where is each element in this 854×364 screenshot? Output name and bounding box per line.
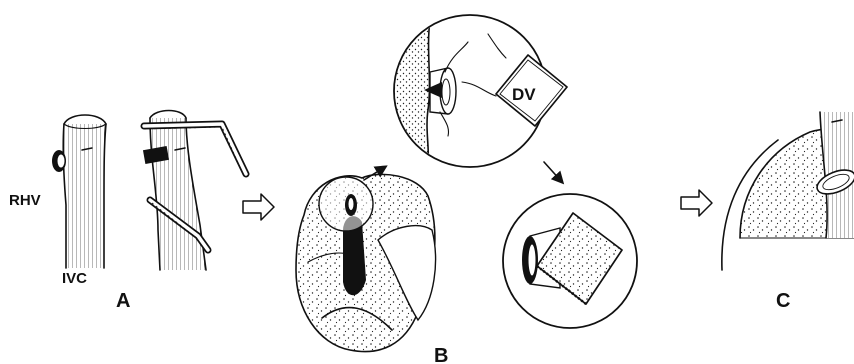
panel-b: DV B — [296, 15, 637, 364]
arrow-a-to-b — [243, 194, 274, 220]
magnify-circle-bottom — [503, 194, 637, 328]
clamped-ivc-vessel — [143, 111, 206, 271]
dv-label: DV — [512, 85, 536, 104]
rhv-stump — [52, 150, 66, 172]
panel-c-label: C — [776, 290, 790, 312]
magnify-circle-top: DV — [394, 15, 567, 170]
zoom-arrow-down — [544, 162, 562, 182]
magnify-circle-small — [319, 177, 373, 231]
panel-c: C — [722, 112, 854, 312]
panel-a-label: A — [116, 290, 130, 312]
panel-a: RHV IVC A — [9, 111, 246, 313]
rhv-label: RHV — [9, 192, 41, 209]
arrow-b-to-c — [681, 190, 712, 216]
panel-b-label: B — [434, 345, 448, 364]
ivc-vessel — [63, 115, 106, 268]
ivc-label: IVC — [62, 270, 87, 287]
